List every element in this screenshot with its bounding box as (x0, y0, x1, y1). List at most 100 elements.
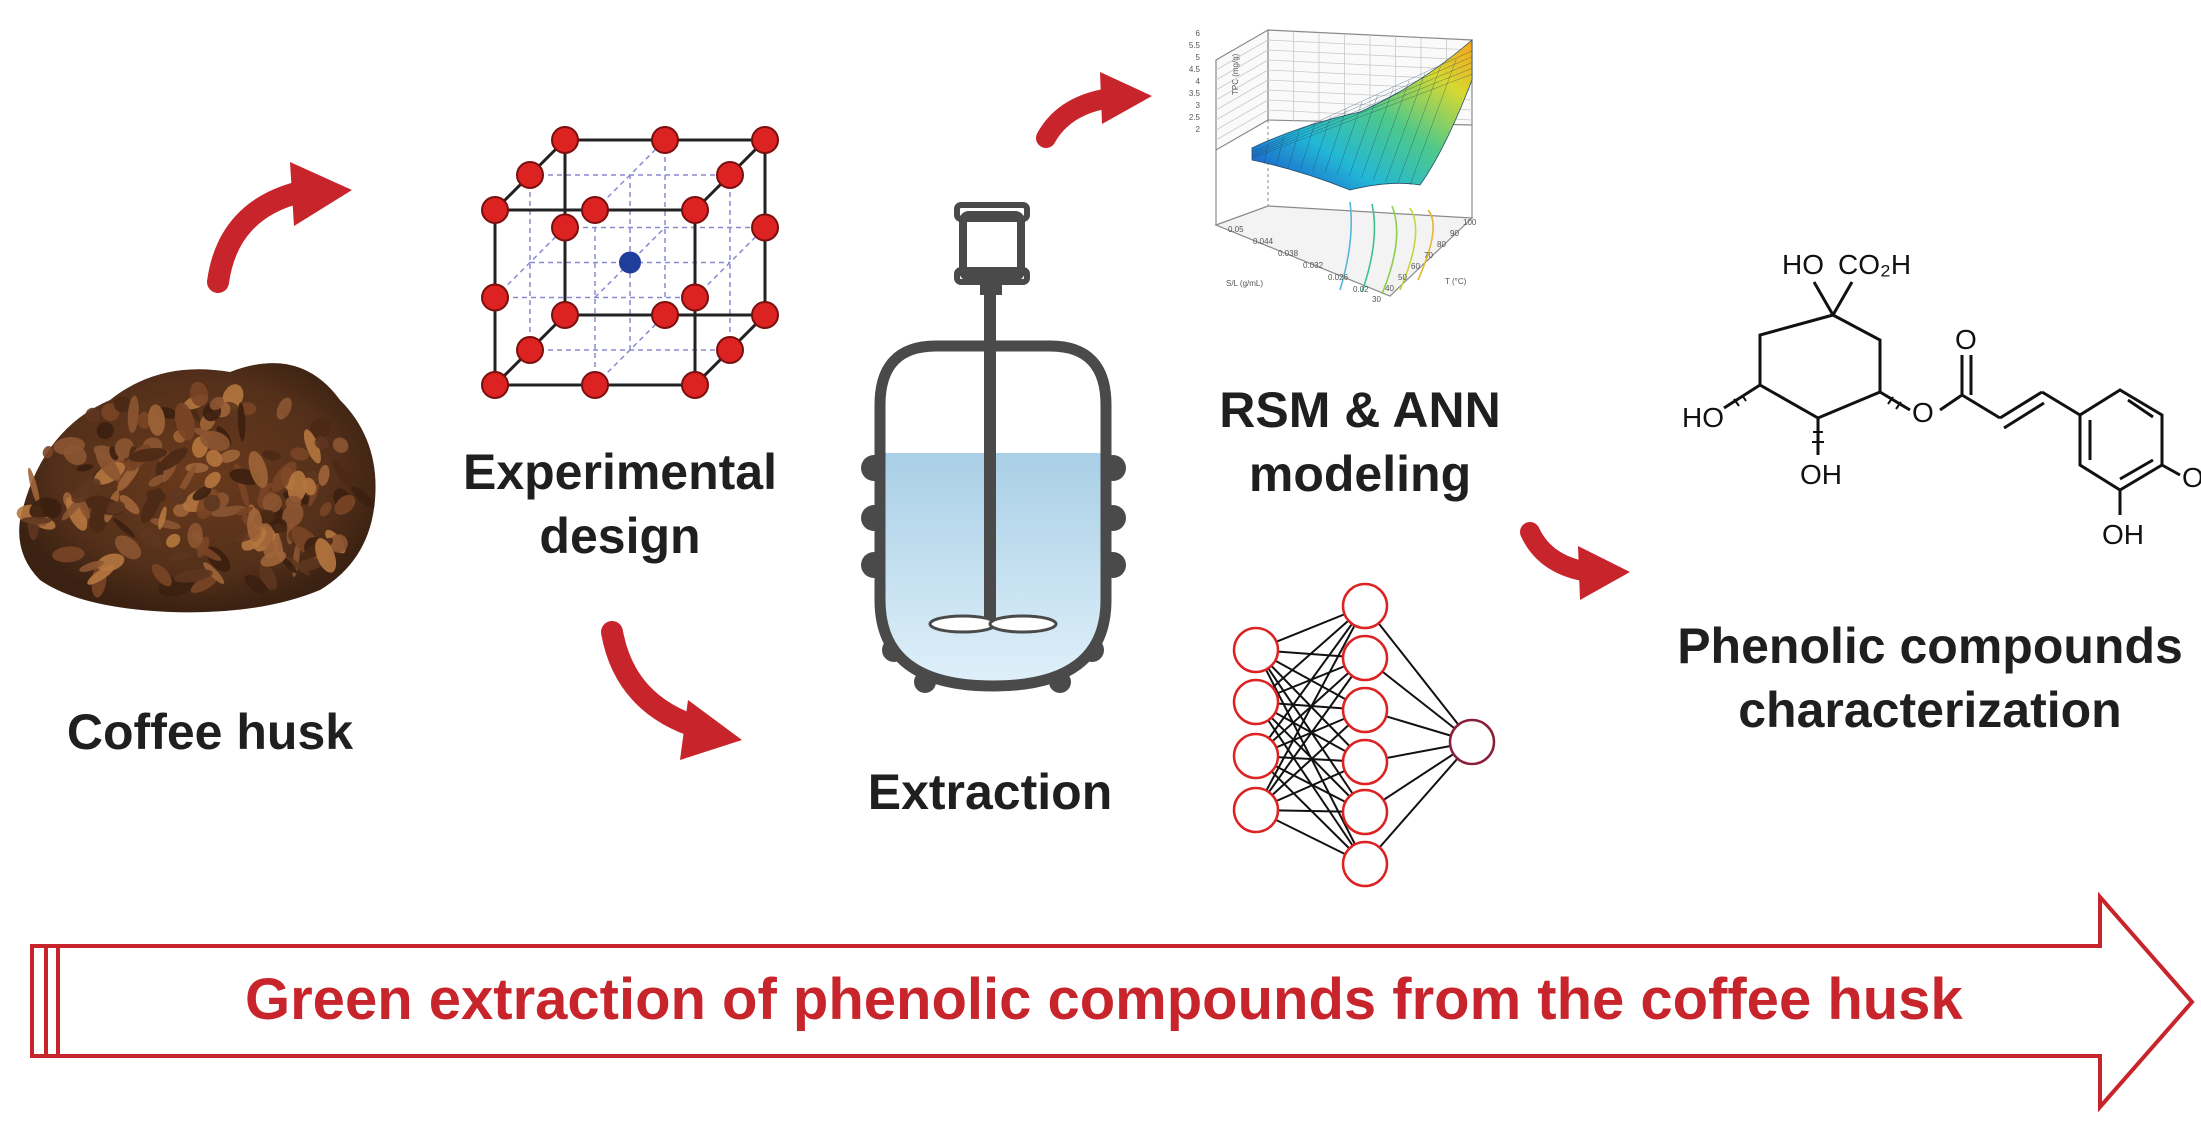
husk-flake (303, 477, 317, 496)
x-tick-label: 0.032 (1303, 261, 1324, 270)
husk-flake (166, 533, 181, 548)
label-modeling-line1: RSM & ANN (1219, 382, 1501, 438)
molecule-labels: HO CO₂H HO OH O O OH OH (1682, 249, 2201, 550)
x-tick-label: 0.038 (1278, 249, 1299, 258)
design-point (481, 371, 509, 399)
y-axis-label: T (°C) (1445, 277, 1467, 286)
z-tick-label: 3.5 (1189, 89, 1201, 98)
husk-flake (168, 551, 189, 562)
design-point (481, 283, 509, 312)
label-characterization: Phenolic compounds characterization (1660, 614, 2200, 742)
husk-flake (285, 495, 302, 510)
z-tick-label: 2.5 (1189, 113, 1201, 122)
mol-oh-ring-right: OH (2182, 462, 2201, 493)
ann-node (1448, 718, 1496, 766)
design-point (651, 126, 679, 154)
husk-flake (95, 450, 121, 481)
husk-flake (53, 437, 85, 455)
husk-flake (158, 506, 167, 530)
design-point (516, 161, 544, 189)
husk-flake (258, 564, 278, 590)
z-tick-label: 2 (1196, 125, 1201, 134)
chlorogenic-acid-structure (1723, 281, 2181, 515)
z-tick-label: 5.5 (1189, 41, 1201, 50)
husk-flake (148, 404, 165, 436)
x-tick-label: 0.026 (1328, 273, 1349, 282)
arrow-husk-to-design-icon (207, 162, 352, 293)
design-point (516, 336, 544, 364)
husk-flake (174, 402, 195, 441)
y-tick-label: 60 (1411, 262, 1420, 271)
surface (1251, 39, 1473, 191)
coffee-husk-image (16, 363, 376, 613)
husk-flake (259, 482, 273, 494)
husk-flake (197, 536, 210, 558)
label-experimental-design: Experimental design (440, 440, 800, 568)
husk-flake (282, 503, 304, 528)
husk-flake (244, 574, 268, 595)
husk-flake (42, 446, 54, 459)
z-tick-label: 4.5 (1189, 65, 1201, 74)
x-tick-label: 0.044 (1253, 237, 1274, 246)
label-experimental-line2: design (539, 508, 701, 564)
husk-flake (285, 556, 311, 576)
label-coffee-husk: Coffee husk (40, 700, 380, 764)
husk-flake (329, 534, 348, 553)
design-point (581, 196, 609, 224)
label-characterization-line2: characterization (1738, 682, 2122, 738)
x-axis-label: S/L (g/mL) (1226, 279, 1263, 288)
husk-flake (194, 427, 214, 439)
label-modeling-line2: modeling (1248, 446, 1472, 502)
husk-flake (29, 497, 56, 519)
z-axis-ticks: 65.554.543.532.52 (1189, 29, 1201, 134)
husk-flake (261, 450, 281, 461)
z-tick-label: 5 (1196, 53, 1201, 62)
husk-flake (247, 508, 263, 542)
husk-flake (79, 560, 104, 572)
husk-flake (209, 396, 225, 410)
husk-flake (318, 464, 330, 486)
husk-flake (150, 518, 181, 530)
label-characterization-line1: Phenolic compounds (1677, 618, 2183, 674)
label-modeling: RSM & ANN modeling (1180, 378, 1540, 506)
motor (959, 211, 1025, 281)
husk-flake (28, 467, 40, 506)
husk-flake (52, 546, 85, 563)
mol-ho-left: HO (1682, 402, 1724, 433)
husk-flake (192, 486, 212, 501)
husk-flake (276, 397, 292, 420)
husk-flake (287, 470, 307, 503)
banner-arrow (30, 891, 2195, 1113)
husk-flake (309, 418, 332, 439)
z-tick-label: 3 (1196, 101, 1201, 110)
contour-lines (1339, 201, 1434, 295)
design-point (716, 336, 744, 364)
husk-flake (206, 449, 223, 467)
husk-flake (76, 464, 94, 472)
z-tick-label: 4 (1196, 77, 1201, 86)
husk-flake (319, 502, 332, 517)
y-tick-label: 50 (1398, 273, 1407, 282)
husk-flake (237, 402, 246, 442)
banner-title: Green extraction of phenolic compounds f… (245, 967, 1963, 1032)
husk-flake (346, 467, 359, 484)
husk-flake (96, 553, 125, 572)
arrow-design-to-extraction-icon (601, 621, 742, 760)
design-point (681, 283, 709, 312)
husk-flake (351, 486, 375, 508)
design-point (581, 371, 609, 399)
husk-flake (187, 522, 203, 549)
design-point (681, 371, 709, 399)
husk-flake (204, 471, 221, 489)
design-point (551, 301, 579, 329)
mol-ho-top: HO (1782, 249, 1824, 280)
x-tick-label: 0.02 (1353, 285, 1369, 294)
impeller-blade-right (988, 614, 1058, 634)
impeller-blade-left (928, 614, 998, 634)
husk-flake (219, 449, 241, 463)
husk-flake (127, 395, 139, 434)
husk-flake (21, 516, 52, 524)
mol-o-ester: O (1912, 397, 1934, 428)
